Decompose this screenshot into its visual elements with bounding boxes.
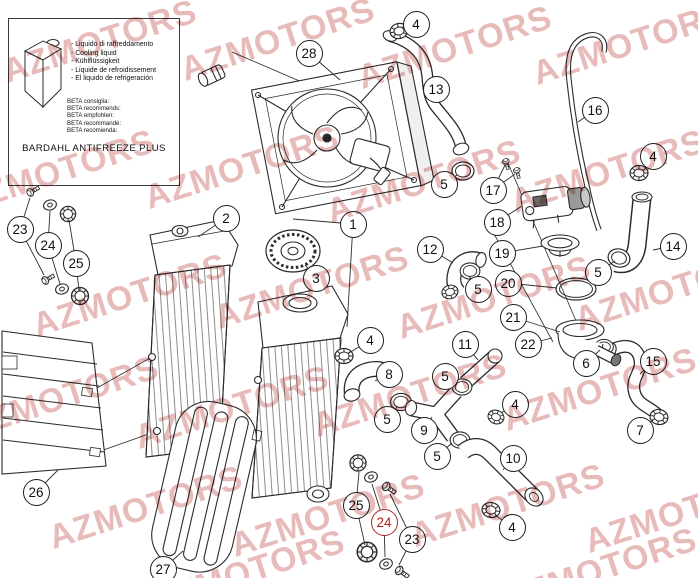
callout-4[interactable]: 4	[356, 326, 384, 354]
callout-28[interactable]: 28	[295, 39, 323, 67]
callout-5[interactable]: 5	[423, 442, 451, 470]
callout-17[interactable]: 17	[479, 176, 507, 204]
clamp-4-c	[334, 347, 354, 365]
callout-5[interactable]: 5	[431, 362, 459, 390]
callout-3[interactable]: 3	[302, 264, 330, 292]
callout-5[interactable]: 5	[373, 405, 401, 433]
product-name: BARDAHL ANTIFREEZE PLUS	[22, 143, 166, 154]
beta-line: BETA recommandé:	[67, 119, 122, 127]
callout-1[interactable]: 1	[339, 210, 367, 238]
coolant-name: - Liquido di raffreddamento	[71, 41, 154, 48]
clamp-4-e	[480, 500, 502, 520]
callout-12[interactable]: 12	[416, 235, 444, 263]
y-hose-9	[404, 386, 462, 442]
callout-25[interactable]: 25	[342, 491, 370, 519]
callout-25[interactable]: 25	[62, 249, 90, 277]
callout-5[interactable]: 5	[430, 170, 458, 198]
gasket-20	[555, 277, 597, 301]
hose-10	[457, 438, 544, 507]
callout-19[interactable]: 19	[488, 239, 516, 267]
callout-5[interactable]: 5	[584, 258, 612, 286]
guard-27	[151, 400, 263, 573]
callout-2[interactable]: 2	[212, 204, 240, 232]
callout-4[interactable]: 4	[639, 142, 667, 170]
callout-8[interactable]: 8	[375, 360, 403, 388]
louver-26	[1, 330, 107, 475]
fan-assembly	[197, 61, 435, 215]
coolant-name: - Kühlflüssigkeit	[71, 58, 120, 66]
beta-line: BETA empfohlen:	[67, 112, 114, 120]
callout-26[interactable]: 26	[22, 478, 50, 506]
beta-line: BETA consiglia:	[67, 98, 110, 105]
coolant-name: - El liquido de refrigeración	[71, 75, 153, 83]
callout-11[interactable]: 11	[451, 330, 479, 358]
callout-6[interactable]: 6	[572, 349, 600, 377]
callout-20[interactable]: 20	[494, 269, 522, 297]
coolant-name: - Liquide de refroidissement	[71, 66, 157, 74]
radiator-right	[248, 285, 349, 503]
callout-13[interactable]: 13	[422, 75, 450, 103]
callout-18[interactable]: 18	[483, 208, 511, 236]
antifreeze-canister	[23, 39, 63, 109]
callout-4[interactable]: 4	[402, 10, 430, 38]
hose-11	[459, 348, 503, 389]
callout-10[interactable]: 10	[499, 444, 527, 472]
thermostat-19	[540, 234, 580, 257]
callout-24[interactable]: 24	[370, 508, 398, 536]
callout-24[interactable]: 24	[34, 231, 62, 259]
callout-9[interactable]: 9	[410, 416, 438, 444]
coolant-name: - Cooling liquid	[71, 49, 117, 57]
thermostat-cover-21	[555, 319, 622, 367]
radiator-cap-3	[265, 229, 321, 273]
beta-recommends-list: BETA consiglia: BETA recommends: BETA em…	[67, 98, 121, 134]
callout-14[interactable]: 14	[659, 232, 687, 260]
callout-7[interactable]: 7	[626, 416, 654, 444]
callout-23[interactable]: 23	[6, 215, 34, 243]
callout-4[interactable]: 4	[501, 390, 529, 418]
thermostat-housing-18	[520, 186, 591, 229]
beta-line: BETA recommends:	[67, 105, 121, 113]
callout-5[interactable]: 5	[464, 275, 492, 303]
coolant-legend-box: ANTI FREEZE FLUID - Liquido di raffredda…	[8, 18, 180, 186]
callout-23[interactable]: 23	[398, 525, 426, 553]
coolant-names-list: - Liquido di raffreddamento - Cooling li…	[71, 41, 156, 84]
callout-4[interactable]: 4	[498, 513, 526, 541]
callout-16[interactable]: 16	[581, 96, 609, 124]
callout-22[interactable]: 22	[514, 330, 542, 358]
beta-line: BETA recomienda:	[67, 126, 118, 134]
callout-21[interactable]: 21	[499, 303, 527, 331]
callout-15[interactable]: 15	[639, 347, 667, 375]
callout-27[interactable]: 27	[149, 555, 177, 578]
